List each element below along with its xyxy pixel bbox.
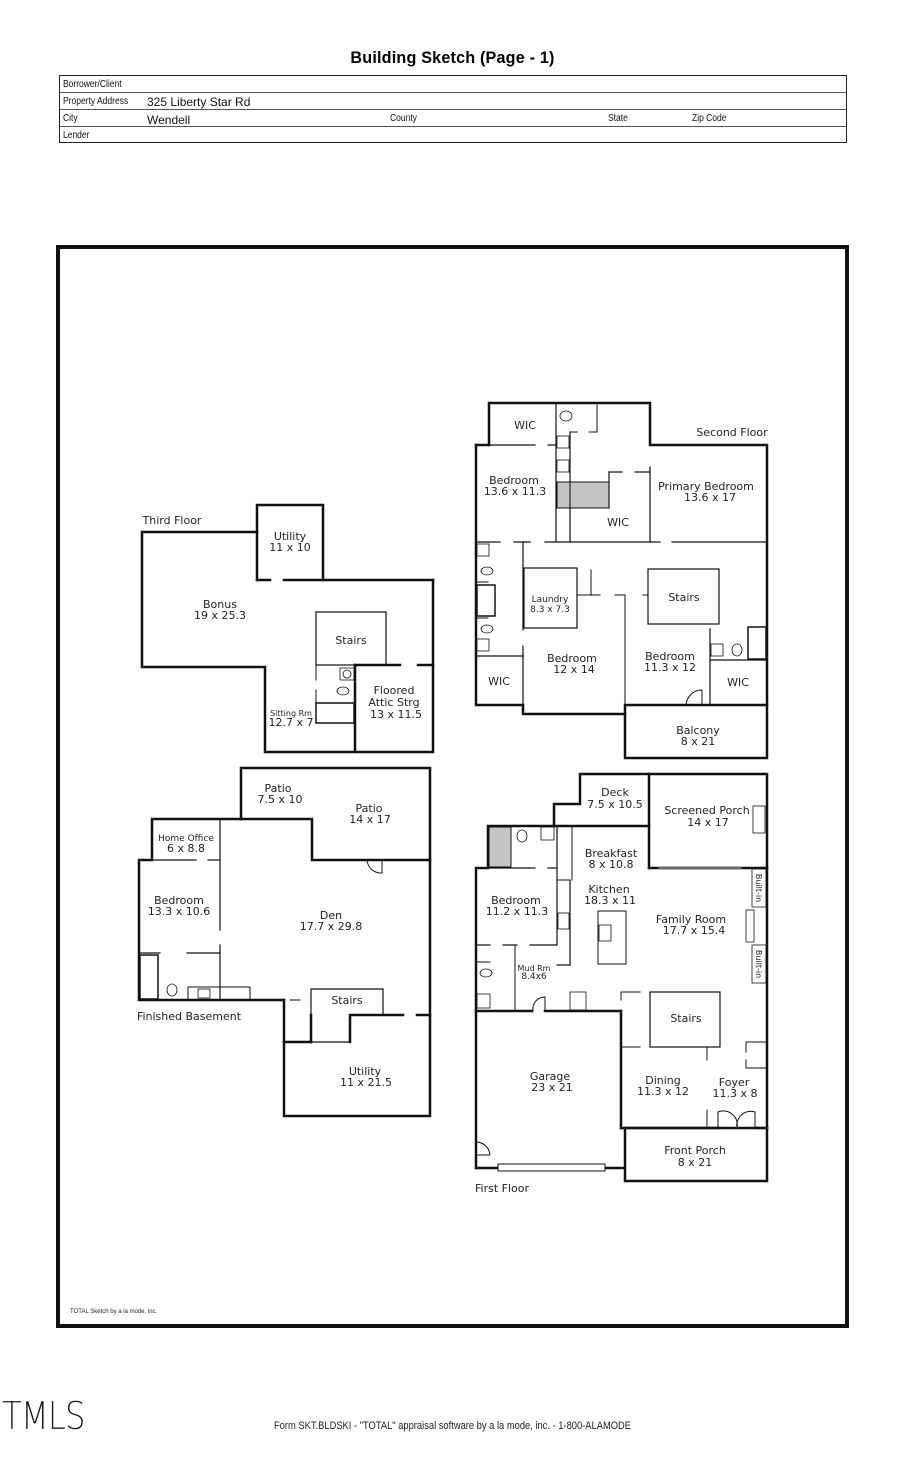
room-name: Balcony: [676, 724, 720, 737]
room-name: Patio: [265, 782, 292, 795]
room-name: Built-in: [754, 950, 763, 978]
room-name: Stairs: [335, 634, 367, 647]
room-dims: 17.7 x 15.4: [663, 924, 726, 937]
room-dims: 11.3 x 12: [644, 661, 696, 674]
room-dims: 11.2 x 11.3: [486, 905, 549, 918]
room-dims: 14 x 17: [349, 813, 391, 826]
property-info-table: Borrower/Client Property Address 325 Lib…: [59, 75, 847, 143]
state-label: State: [608, 113, 628, 124]
room-dims: 14 x 17: [687, 816, 729, 829]
sketch-frame: [56, 245, 849, 1328]
zip-label: Zip Code: [692, 113, 727, 124]
page-title: Building Sketch (Page - 1): [350, 48, 555, 67]
room-name: Bedroom: [645, 650, 695, 663]
sketch-credit: TOTAL Sketch by a la mode, inc.: [70, 1309, 158, 1315]
room-dims: 18.3 x 11: [584, 894, 636, 907]
city-value: Wendell: [147, 113, 191, 127]
room-name: WIC: [607, 516, 629, 529]
room-dims: 17.7 x 29.8: [300, 920, 363, 933]
room-name: Home Office: [158, 834, 214, 844]
room-name: Mud Rm: [518, 964, 551, 973]
room-dims: 8 x 21: [681, 735, 716, 748]
room-dims: 12.7 x 7: [269, 716, 314, 729]
room-name: Family Room: [656, 913, 726, 926]
room-name: WIC: [727, 676, 749, 689]
room-name: Attic Strg: [368, 696, 419, 709]
room-dims: 13.3 x 10.6: [148, 905, 211, 918]
room-name: Screened Porch: [664, 804, 749, 817]
room-name: Patio: [356, 802, 383, 815]
room-name: Garage: [530, 1070, 571, 1083]
room-dims: 8 x 21: [678, 1156, 713, 1169]
lender-row: Lender: [60, 127, 846, 144]
room-name: Kitchen: [588, 883, 629, 896]
room-name: Bonus: [203, 598, 237, 611]
basement-label: Finished Basement: [137, 1010, 242, 1023]
borrower-row: Borrower/Client: [60, 76, 846, 93]
third-floor-label: Third Floor: [142, 514, 202, 527]
room-dims: 11.3 x 12: [637, 1085, 689, 1098]
third-floor-plan: [140, 503, 435, 754]
room-name: Dining: [645, 1074, 681, 1087]
room-name: WIC: [514, 419, 536, 432]
first-floor-label: First Floor: [475, 1182, 529, 1195]
room-name: Bedroom: [547, 652, 597, 665]
second-floor-label: Second Floor: [696, 426, 768, 439]
tmls-watermark-logo: TMLS: [2, 1394, 86, 1438]
room-name: Bedroom: [154, 894, 204, 907]
room-name: Built-in: [754, 874, 763, 902]
room-name: Bedroom: [491, 894, 541, 907]
second-floor-plan: [474, 401, 769, 760]
room-dims: 7.5 x 10.5: [587, 798, 643, 811]
address-label: Property Address: [63, 96, 129, 107]
room-name: Breakfast: [585, 847, 638, 860]
room-dims: 7.5 x 10: [258, 793, 303, 806]
room-dims: 13.6 x 17: [684, 491, 736, 504]
basement-plan: [137, 766, 432, 1118]
borrower-label: Borrower/Client: [63, 79, 122, 90]
county-label: County: [390, 113, 417, 124]
lender-label: Lender: [63, 130, 90, 141]
room-dims: 12 x 14: [553, 663, 595, 676]
first-floor-plan: [474, 772, 769, 1183]
room-dims: 8.3 x 7.3: [530, 605, 570, 615]
address-value: 325 Liberty Star Rd: [147, 95, 251, 109]
room-name: Front Porch: [664, 1144, 726, 1157]
room-dims: 6 x 8.8: [167, 842, 205, 855]
room-name: Utility: [349, 1065, 382, 1078]
room-name: Laundry: [532, 595, 569, 605]
room-dims: 19 x 25.3: [194, 609, 246, 622]
room-dims: 11 x 10: [269, 541, 311, 554]
room-dims: 8.4x6: [521, 972, 547, 982]
room-name: Stairs: [331, 994, 363, 1007]
room-name: Foyer: [719, 1076, 750, 1089]
room-dims: 23 x 21: [531, 1081, 573, 1094]
room-dims: 11.3 x 8: [713, 1087, 758, 1100]
city-label: City: [63, 113, 78, 124]
address-row: Property Address 325 Liberty Star Rd: [60, 93, 846, 110]
room-name: Stairs: [670, 1012, 702, 1025]
room-name: Den: [320, 909, 342, 922]
room-name: WIC: [488, 675, 510, 688]
room-name: Utility: [274, 530, 307, 543]
room-dims: 8 x 10.8: [589, 858, 634, 871]
room-dims: 11 x 21.5: [340, 1076, 392, 1089]
room-name: Bedroom: [489, 474, 539, 487]
room-name: Stairs: [668, 591, 700, 604]
form-footer: Form SKT.BLDSKI - "TOTAL" appraisal soft…: [273, 1420, 632, 1432]
room-name: Floored: [374, 684, 415, 697]
room-dims: 13.6 x 11.3: [484, 485, 547, 498]
room-name: Deck: [601, 786, 629, 799]
room-name: Primary Bedroom: [658, 480, 754, 493]
room-dims: 13 x 11.5: [370, 708, 422, 721]
room-name: Sitting Rm: [270, 709, 312, 718]
city-row: City Wendell County State Zip Code: [60, 110, 846, 127]
